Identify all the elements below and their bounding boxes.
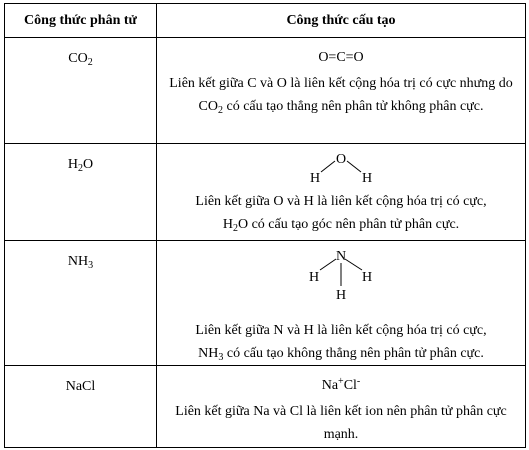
note-nacl: Liên kết giữa Na và Cl là liên kết ion n… bbox=[175, 404, 507, 442]
structure-cell: N H H H Liên kết giữa N và H là liên kết… bbox=[156, 240, 526, 366]
structure-co2: O=C=O bbox=[318, 50, 364, 65]
note-subscript: 2 bbox=[217, 105, 223, 116]
ion-na: Na bbox=[321, 378, 339, 393]
note-text: có cấu tạo thẳng nên phân tử không phân … bbox=[222, 99, 484, 114]
header-structural-formula: Công thức cấu tạo bbox=[156, 3, 526, 38]
molecule-table: Công thức phân tử Công thức cấu tạo CO2 … bbox=[4, 3, 526, 448]
formula-text: CO bbox=[68, 51, 88, 66]
note-h2o: Liên kết giữa O và H là liên kết cộng hó… bbox=[157, 190, 525, 236]
note-subscript: 3 bbox=[218, 352, 224, 363]
note-text: O có cấu tạo góc nên phân tử phân cực. bbox=[237, 217, 460, 232]
water-structure-diagram: O H H bbox=[310, 152, 372, 186]
formula-cell: NH3 bbox=[4, 240, 157, 366]
atom-h-right: H bbox=[362, 171, 372, 186]
table-header-row: Công thức phân tử Công thức cấu tạo bbox=[4, 3, 526, 38]
bond-n-h-left bbox=[319, 258, 337, 271]
note-text: có cấu tạo không thẳng nên phân tử phân … bbox=[223, 346, 484, 361]
table-row: NaCl Na+Cl- Liên kết giữa Na và Cl là li… bbox=[4, 365, 526, 448]
note-text: H bbox=[222, 217, 233, 232]
note-text: NH bbox=[198, 346, 219, 361]
note-line: NH3 có cấu tạo không thẳng nên phân tử p… bbox=[163, 342, 519, 365]
ammonia-structure-diagram: N H H H bbox=[309, 249, 372, 303]
table-row: H2O O H H Liên kết giữa O và H là liên k… bbox=[4, 143, 526, 241]
formula-cell: H2O bbox=[4, 143, 157, 241]
note-line: Liên kết giữa N và H là liên kết cộng hó… bbox=[195, 323, 487, 338]
bond-o-h-right bbox=[346, 160, 362, 173]
formula-text: NH bbox=[67, 254, 89, 269]
table-row: NH3 N H H H Liên kết giữa N và H là liên… bbox=[4, 240, 526, 366]
note-line: H2O có cấu tạo góc nên phân tử phân cực. bbox=[163, 213, 519, 236]
formula-nh3: NH3 bbox=[5, 241, 156, 273]
atom-h-left: H bbox=[309, 270, 319, 285]
formula-text: O bbox=[83, 157, 94, 172]
formula-nacl: NaCl bbox=[65, 379, 96, 394]
charge-minus: - bbox=[356, 376, 361, 387]
structure-cell: O H H Liên kết giữa O và H là liên kết c… bbox=[156, 143, 526, 241]
structure-nacl: Na+Cl- bbox=[157, 366, 525, 400]
header-molecular-formula: Công thức phân tử bbox=[4, 3, 157, 38]
bond-n-h-right bbox=[344, 258, 363, 271]
note-co2: Liên kết giữa C và O là liên kết cộng hó… bbox=[157, 72, 525, 118]
atom-o: O bbox=[336, 152, 346, 167]
atom-h-left: H bbox=[310, 171, 320, 186]
ion-cl: Cl bbox=[343, 378, 357, 393]
structure-cell: O=C=O Liên kết giữa C và O là liên kết c… bbox=[156, 37, 526, 144]
bond-o-h-left bbox=[320, 160, 336, 173]
formula-cell: NaCl bbox=[4, 365, 157, 448]
note-text: Liên kết giữa C và O là liên kết cộng hó… bbox=[169, 76, 513, 114]
table-row: CO2 O=C=O Liên kết giữa C và O là liên k… bbox=[4, 37, 526, 144]
formula-h2o: H2O bbox=[5, 144, 156, 176]
formula-subscript: 3 bbox=[88, 260, 94, 271]
note-nh3: Liên kết giữa N và H là liên kết cộng hó… bbox=[157, 319, 525, 365]
note-line: Liên kết giữa O và H là liên kết cộng hó… bbox=[195, 194, 487, 209]
atom-h-bottom: H bbox=[336, 288, 346, 303]
atom-n: N bbox=[336, 249, 346, 264]
formula-cell: CO2 bbox=[4, 37, 157, 144]
formula-co2: CO2 bbox=[5, 38, 156, 70]
formula-subscript: 2 bbox=[78, 163, 83, 174]
charge-plus: + bbox=[338, 376, 344, 387]
structure-cell: Na+Cl- Liên kết giữa Na và Cl là liên kế… bbox=[156, 365, 526, 448]
formula-text: H bbox=[67, 157, 78, 172]
formula-subscript: 2 bbox=[87, 57, 93, 68]
atom-h-right: H bbox=[362, 270, 372, 285]
note-subscript: 2 bbox=[232, 223, 238, 234]
